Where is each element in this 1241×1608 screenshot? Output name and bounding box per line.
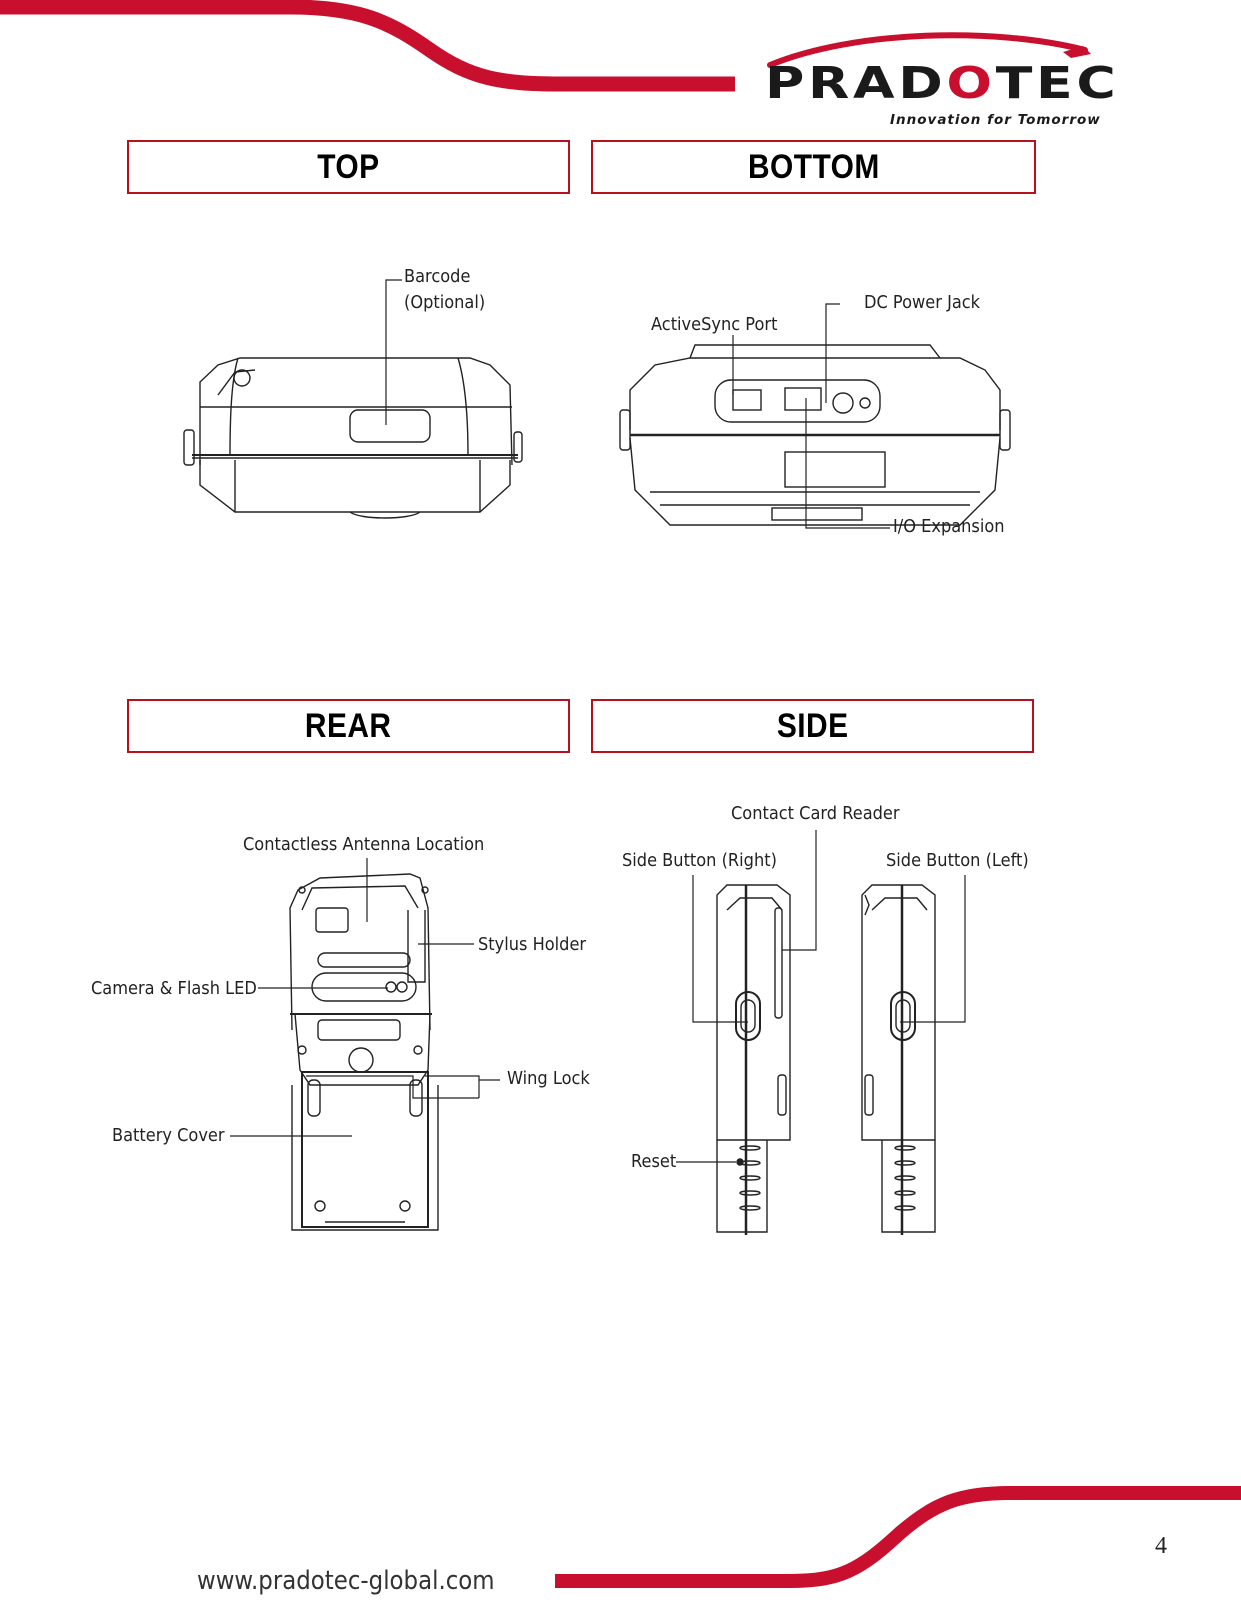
- callout-io-expansion: I/O Expansion: [893, 516, 1005, 537]
- callout-barcode: Barcode: [404, 266, 471, 287]
- callout-contactless-antenna: Contactless Antenna Location: [243, 834, 485, 855]
- section-title-rear: REAR: [305, 706, 392, 745]
- device-rear-view-diagram: [289, 873, 439, 1231]
- callout-barcode-optional: (Optional): [404, 292, 486, 313]
- side-callout-leaders: [676, 830, 966, 1163]
- callout-camera-flash-led: Camera & Flash LED: [91, 978, 257, 999]
- rear-callout-leaders: [230, 858, 500, 1137]
- callout-wing-lock: Wing Lock: [507, 1068, 590, 1089]
- section-title-side: SIDE: [776, 706, 849, 745]
- device-side-view-right-diagram: [716, 884, 791, 1235]
- device-side-view-left-diagram: [861, 884, 936, 1235]
- section-header-top: TOP: [127, 140, 570, 194]
- footer-swoosh-decoration: [555, 1486, 1241, 1588]
- callout-battery-cover: Battery Cover: [112, 1125, 225, 1146]
- callout-activesync-port: ActiveSync Port: [651, 314, 778, 335]
- device-bottom-view-diagram: [619, 303, 1011, 529]
- callout-side-button-left: Side Button (Left): [886, 850, 1029, 871]
- brand-wordmark: PRADOTEC: [765, 58, 1120, 109]
- header-swoosh-decoration: [0, 0, 735, 92]
- section-title-top: TOP: [317, 147, 380, 186]
- callout-contact-card-reader: Contact Card Reader: [731, 803, 900, 824]
- callout-side-button-right: Side Button (Right): [622, 850, 777, 871]
- footer-website-url: www.pradotec-global.com: [197, 1566, 495, 1596]
- section-header-rear: REAR: [127, 699, 570, 753]
- section-header-bottom: BOTTOM: [591, 140, 1036, 194]
- section-header-side: SIDE: [591, 699, 1034, 753]
- section-title-bottom: BOTTOM: [747, 147, 880, 186]
- page-number: 4: [1155, 1533, 1167, 1559]
- callout-reset: Reset: [631, 1151, 677, 1172]
- logo-arc-icon: [767, 32, 1091, 68]
- callout-stylus-holder: Stylus Holder: [478, 934, 587, 955]
- brand-tagline: Innovation for Tomorrow: [890, 112, 1101, 128]
- device-top-view-diagram: [183, 279, 523, 519]
- callout-dc-power-jack: DC Power Jack: [864, 292, 981, 313]
